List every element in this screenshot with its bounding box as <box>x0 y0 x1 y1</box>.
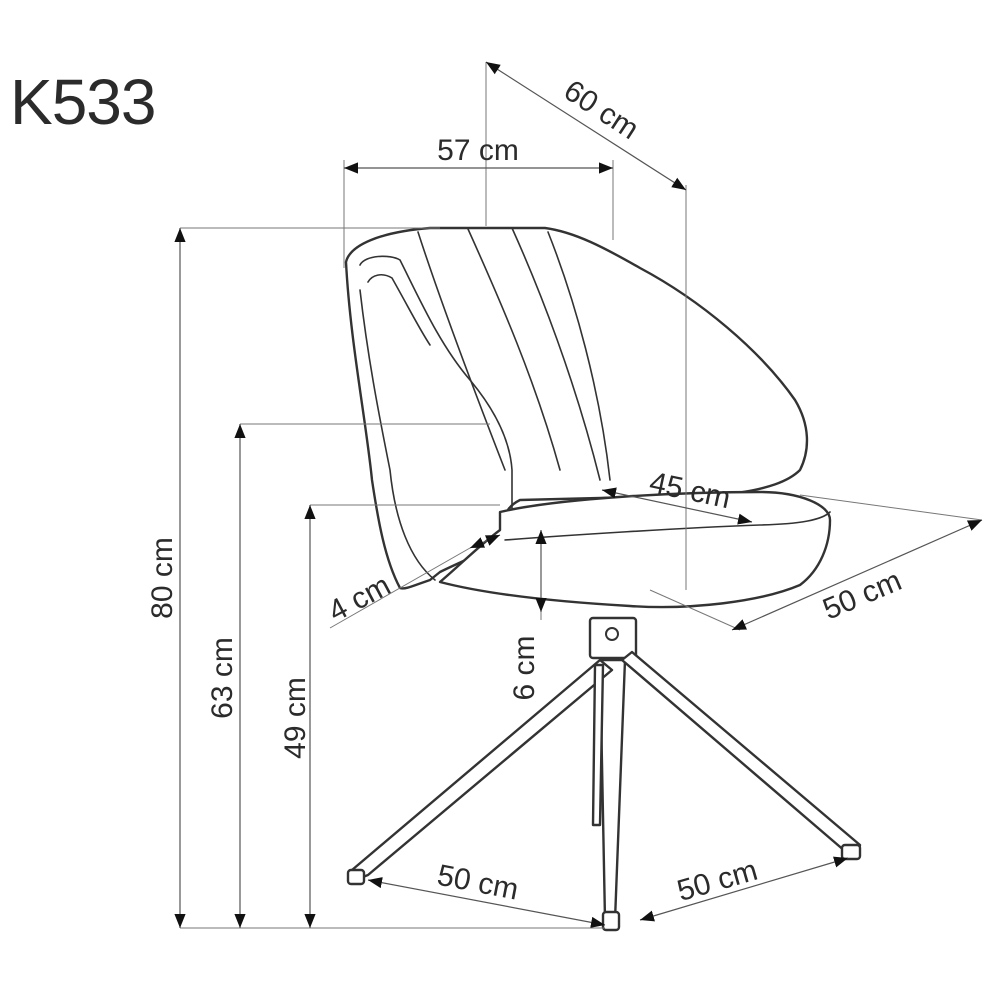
dim-line-50-seat <box>731 519 983 631</box>
label-width: 57 cm <box>437 134 519 167</box>
chair-base <box>346 616 862 932</box>
dimension-lines <box>174 61 983 928</box>
label-seat-width: 50 cm <box>818 564 906 626</box>
dim-line-45 <box>601 487 753 525</box>
label-overall-height: 80 cm <box>146 537 179 619</box>
dim-line-50-right <box>639 856 849 922</box>
label-base-left: 50 cm <box>435 859 521 907</box>
label-seat-height: 49 cm <box>279 677 312 759</box>
model-name: K533 <box>10 66 156 138</box>
dim-line-50-left <box>367 877 606 928</box>
label-armrest-height: 63 cm <box>206 637 239 719</box>
dim-line-4 <box>469 534 501 549</box>
dim-line-60 <box>485 61 687 191</box>
label-base-right: 50 cm <box>674 854 762 908</box>
label-shell-thickness: 4 cm <box>323 569 396 629</box>
label-seat-cushion: 6 cm <box>508 635 541 700</box>
